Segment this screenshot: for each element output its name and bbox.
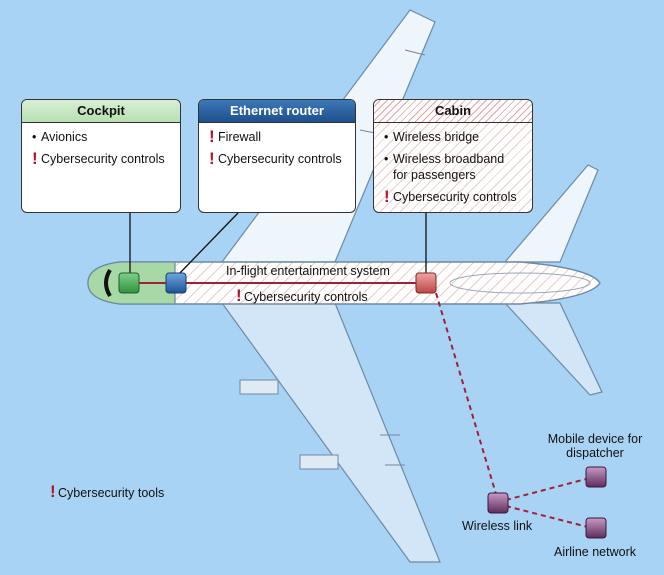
list-item-text: Avionics bbox=[41, 130, 88, 144]
list-item: !Cybersecurity controls bbox=[209, 149, 345, 168]
lower-tailplane bbox=[503, 302, 603, 396]
router-node bbox=[165, 272, 187, 294]
legend: !Cybersecurity tools bbox=[50, 482, 165, 501]
list-item: • Avionics bbox=[32, 129, 170, 145]
cabin-list: • Wireless bridge • Wireless broadband for … bbox=[374, 123, 532, 205]
list-item-text: Cybersecurity controls bbox=[41, 152, 165, 166]
list-item: !Firewall bbox=[209, 127, 345, 146]
list-item: • Wireless broadband for passengers bbox=[384, 151, 522, 183]
alert-icon: ! bbox=[50, 482, 56, 501]
alert-icon: ! bbox=[209, 127, 215, 146]
cabin-node bbox=[415, 272, 437, 294]
alert-icon: ! bbox=[236, 286, 242, 305]
upper-tailplane bbox=[503, 164, 599, 263]
cockpit-list: •Avionics!Cybersecurity controls bbox=[22, 123, 180, 167]
mobile-device-label: Mobile device for dispatcher bbox=[547, 432, 643, 460]
ife-controls-text: Cybersecurity controls bbox=[244, 290, 368, 304]
wireless-link-label: Wireless link bbox=[462, 519, 533, 533]
router-list: !Firewall!Cybersecurity controls bbox=[199, 123, 355, 167]
cabin-box: Cabin • Wireless bridge • Wireless broadban… bbox=[373, 99, 533, 213]
bullet-icon: • bbox=[384, 130, 389, 144]
cockpit-title: Cockpit bbox=[22, 100, 180, 123]
list-item: !Cybersecurity controls bbox=[384, 187, 522, 206]
engine-pod bbox=[239, 379, 279, 395]
lower-wing bbox=[220, 302, 441, 563]
tail-cone bbox=[449, 272, 591, 294]
ethernet-router-box: Ethernet router !Firewall!Cybersecurity … bbox=[198, 99, 356, 213]
list-item: !Cybersecurity controls bbox=[32, 149, 170, 168]
ife-system-label: In-flight entertainment system bbox=[226, 264, 390, 278]
alert-icon: ! bbox=[384, 187, 390, 206]
wireless-link-node bbox=[487, 492, 509, 514]
mobile-device-node bbox=[585, 466, 607, 488]
cockpit-box: Cockpit •Avionics!Cybersecurity controls bbox=[21, 99, 181, 213]
alert-icon: ! bbox=[32, 149, 38, 168]
cabin-title: Cabin bbox=[374, 100, 532, 123]
airline-network-label: Airline network bbox=[554, 545, 636, 559]
list-item-text: Wireless broadband for passengers bbox=[393, 152, 505, 182]
ethernet-router-title: Ethernet router bbox=[199, 100, 355, 123]
list-item-text: Cybersecurity controls bbox=[393, 190, 517, 204]
ife-controls-label: !Cybersecurity controls bbox=[236, 286, 368, 305]
legend-tools-text: Cybersecurity tools bbox=[58, 486, 165, 500]
cockpit-node bbox=[118, 272, 140, 294]
cockpit-window bbox=[104, 268, 112, 298]
list-item-text: Cybersecurity controls bbox=[218, 152, 342, 166]
list-item-text: Wireless bridge bbox=[393, 130, 480, 144]
list-item: • Wireless bridge bbox=[384, 129, 522, 145]
airline-network-node bbox=[585, 517, 607, 539]
bullet-icon: • bbox=[32, 130, 37, 144]
list-item-text: Firewall bbox=[218, 130, 262, 144]
engine-pod bbox=[299, 454, 339, 470]
bullet-icon: • bbox=[384, 152, 389, 166]
alert-icon: ! bbox=[209, 149, 215, 168]
